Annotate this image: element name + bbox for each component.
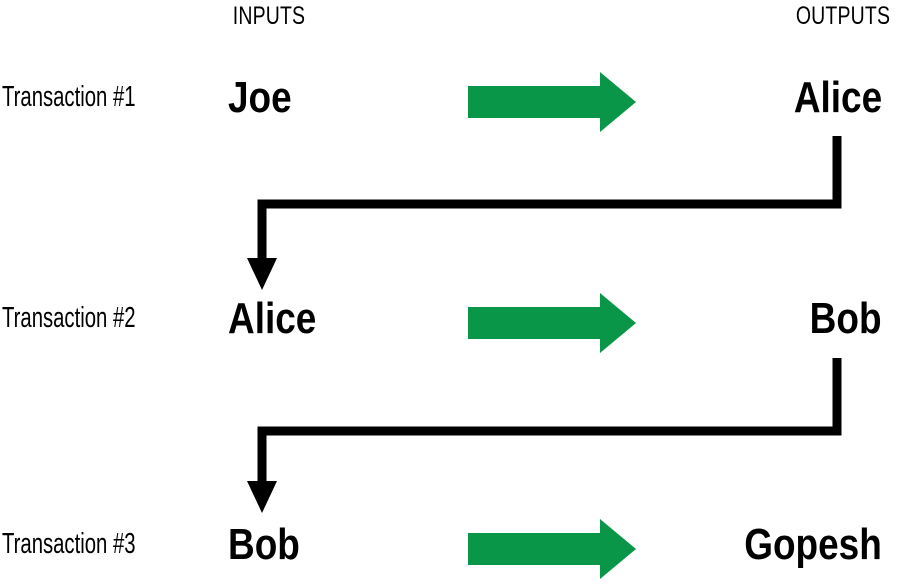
column-header-outputs: OUTPUTS: [795, 2, 891, 30]
column-header-inputs: INPUTS: [232, 2, 306, 30]
connector-alice: [0, 130, 900, 296]
transaction-label-1: Transaction #1: [2, 81, 136, 113]
transaction-row-1: Transaction #1 Joe Alice: [0, 50, 900, 170]
transaction-output-3: Gopesh: [744, 520, 882, 569]
transaction-input-1: Joe: [228, 73, 292, 122]
transaction-output-2: Bob: [810, 294, 882, 343]
green-right-arrow-icon-2: [468, 293, 636, 353]
green-right-arrow-icon-3: [468, 519, 636, 579]
transaction-label-3: Transaction #3: [2, 528, 136, 560]
green-right-arrow-icon-1: [468, 72, 636, 132]
transaction-row-2: Transaction #2 Alice Bob: [0, 271, 900, 391]
transaction-input-3: Bob: [228, 520, 300, 569]
transaction-row-3: Transaction #3 Bob Gopesh: [0, 497, 900, 587]
transaction-input-2: Alice: [228, 294, 317, 343]
transaction-label-2: Transaction #2: [2, 302, 136, 334]
transaction-output-1: Alice: [793, 73, 882, 122]
connector-bob: [0, 355, 900, 517]
